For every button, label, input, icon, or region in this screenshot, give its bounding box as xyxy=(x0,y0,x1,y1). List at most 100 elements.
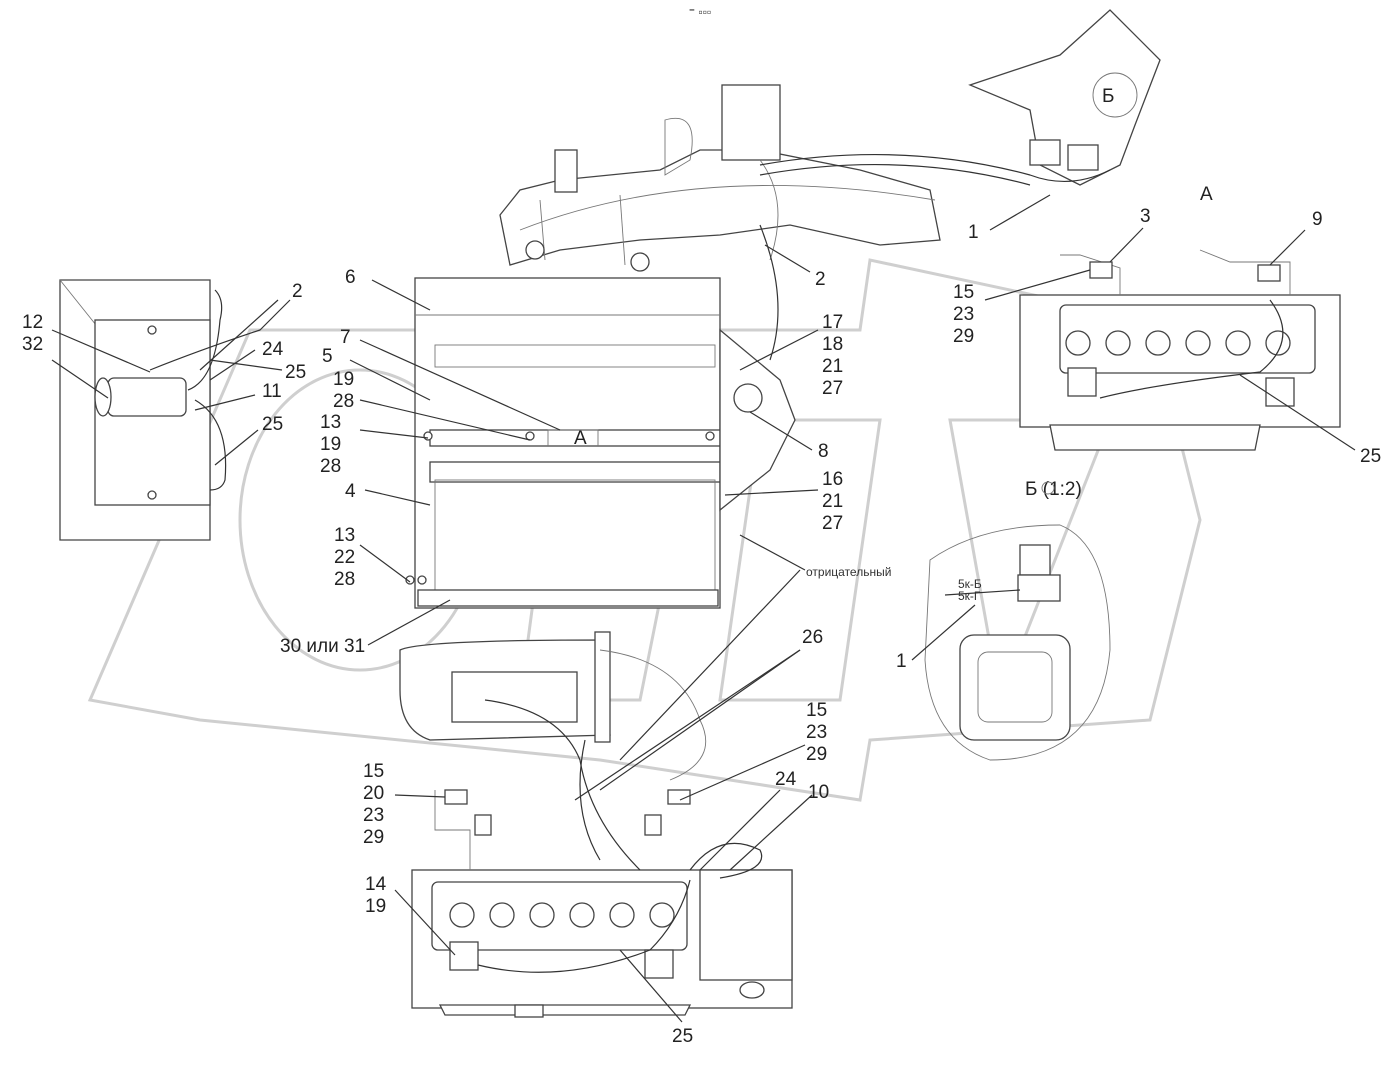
callout-line: 13 xyxy=(334,525,355,546)
callout-line: 6 xyxy=(345,267,356,288)
view-a-battery: А xyxy=(1019,184,1341,451)
callout-line: 26 xyxy=(802,627,823,648)
terminal-positive-bottom xyxy=(644,949,674,979)
callout-line: 2 xyxy=(815,269,826,290)
callout-c25-left2: 25 xyxy=(262,414,283,435)
callout-line: 25 xyxy=(285,362,306,383)
b-callout: Б xyxy=(1102,86,1114,107)
callout-line: 5 xyxy=(322,346,333,367)
callout-line: 29 xyxy=(953,326,974,347)
callout-line: 23 xyxy=(363,805,384,826)
callout-line: 8 xyxy=(818,441,829,462)
callout-line: 20 xyxy=(363,783,384,804)
relay-side-view xyxy=(59,279,291,541)
view-a-label: А xyxy=(1200,184,1213,205)
terminal-negative-a xyxy=(1067,367,1097,397)
callout-line: 19 xyxy=(333,369,354,390)
callout-c9: 9 xyxy=(1312,209,1323,230)
callout-line: 7 xyxy=(340,327,351,348)
callout-line: 28 xyxy=(320,456,341,477)
battery-cells-a xyxy=(1065,330,1291,356)
callout-line: 15 xyxy=(363,761,384,782)
callout-c25-bot: 25 xyxy=(672,1026,693,1047)
bottom-battery-view xyxy=(399,631,793,1018)
callout-c24-top: 24 xyxy=(262,339,284,360)
callout-line: 1 xyxy=(896,651,907,672)
callout-line: 28 xyxy=(334,569,355,590)
a-callout: А xyxy=(574,428,587,449)
top-frame-assembly xyxy=(499,84,941,272)
battery-cells-bottom xyxy=(449,902,675,928)
callout-line: 19 xyxy=(365,896,386,917)
callout-line: 10 xyxy=(808,782,829,803)
b-tag-1: 5к-Б xyxy=(958,577,982,591)
callout-c6: 6 xyxy=(345,267,356,288)
callout-c24-bot: 24 xyxy=(775,769,797,790)
callout-line: 25 xyxy=(672,1026,693,1047)
callout-line: 29 xyxy=(363,827,384,848)
callout-c11: 11 xyxy=(262,381,282,402)
callout-line: 2 xyxy=(292,281,303,302)
callout-line: 13 xyxy=(320,412,341,433)
callout-line: 1 xyxy=(968,222,979,243)
callout-c3: 3 xyxy=(1140,206,1151,227)
callout-line: 25 xyxy=(1360,446,1381,467)
callout-c1-top: 1 xyxy=(968,222,979,243)
callout-c10: 10 xyxy=(808,782,829,803)
callout-line: 24 xyxy=(775,769,797,790)
view-b-connector: Б (1:2) 5к-Б 5к-Г xyxy=(924,479,1111,761)
callout-line: 15 xyxy=(953,282,974,303)
callout-line: 21 xyxy=(822,491,843,512)
callout-line: 32 xyxy=(22,334,43,355)
callout-c30-31: 30 или 31 xyxy=(280,636,365,657)
relay-body xyxy=(107,377,187,417)
callout-c2-left: 2 xyxy=(292,281,303,302)
callout-line: 29 xyxy=(806,744,827,765)
callout-line: 16 xyxy=(822,469,843,490)
callout-line: 30 или 31 xyxy=(280,636,365,657)
callout-line: 4 xyxy=(345,481,356,502)
callout-c25-left1: 25 xyxy=(285,362,306,383)
callout-c4: 4 xyxy=(345,481,356,502)
b-tag-2: 5к-Г xyxy=(958,589,981,603)
callout-line: 15 xyxy=(806,700,827,721)
callout-c25-a: 25 xyxy=(1360,446,1381,467)
leader-lines xyxy=(51,194,1356,1023)
callout-line: 22 xyxy=(334,547,355,568)
callout-line: 23 xyxy=(953,304,974,325)
callout-line: 18 xyxy=(822,334,843,355)
panel-detail-b: Б xyxy=(759,9,1161,186)
callout-line: 28 xyxy=(333,391,354,412)
callout-line: 3 xyxy=(1140,206,1151,227)
callout-line: 27 xyxy=(822,513,843,534)
callout-c8: 8 xyxy=(818,441,829,462)
callout-line: 25 xyxy=(262,414,283,435)
terminal-negative-bottom xyxy=(449,941,479,971)
annotation-note: отрицательный xyxy=(806,565,891,579)
callout-line: 9 xyxy=(1312,209,1323,230)
callout-c2-top: 2 xyxy=(815,269,826,290)
callout-line: 12 xyxy=(22,312,43,333)
callout-line: 21 xyxy=(822,356,843,377)
callout-line: 11 xyxy=(262,381,282,402)
callout-line: 24 xyxy=(262,339,284,360)
callout-c5: 5 xyxy=(322,346,333,367)
callout-c1-b: 1 xyxy=(896,651,907,672)
callout-c26: 26 xyxy=(802,627,823,648)
callout-line: 17 xyxy=(822,312,843,333)
top-mark: ⁼ ▫▫▫ xyxy=(689,5,711,19)
callout-line: 19 xyxy=(320,434,341,455)
callout-line: 23 xyxy=(806,722,827,743)
callout-line: 14 xyxy=(365,874,387,895)
